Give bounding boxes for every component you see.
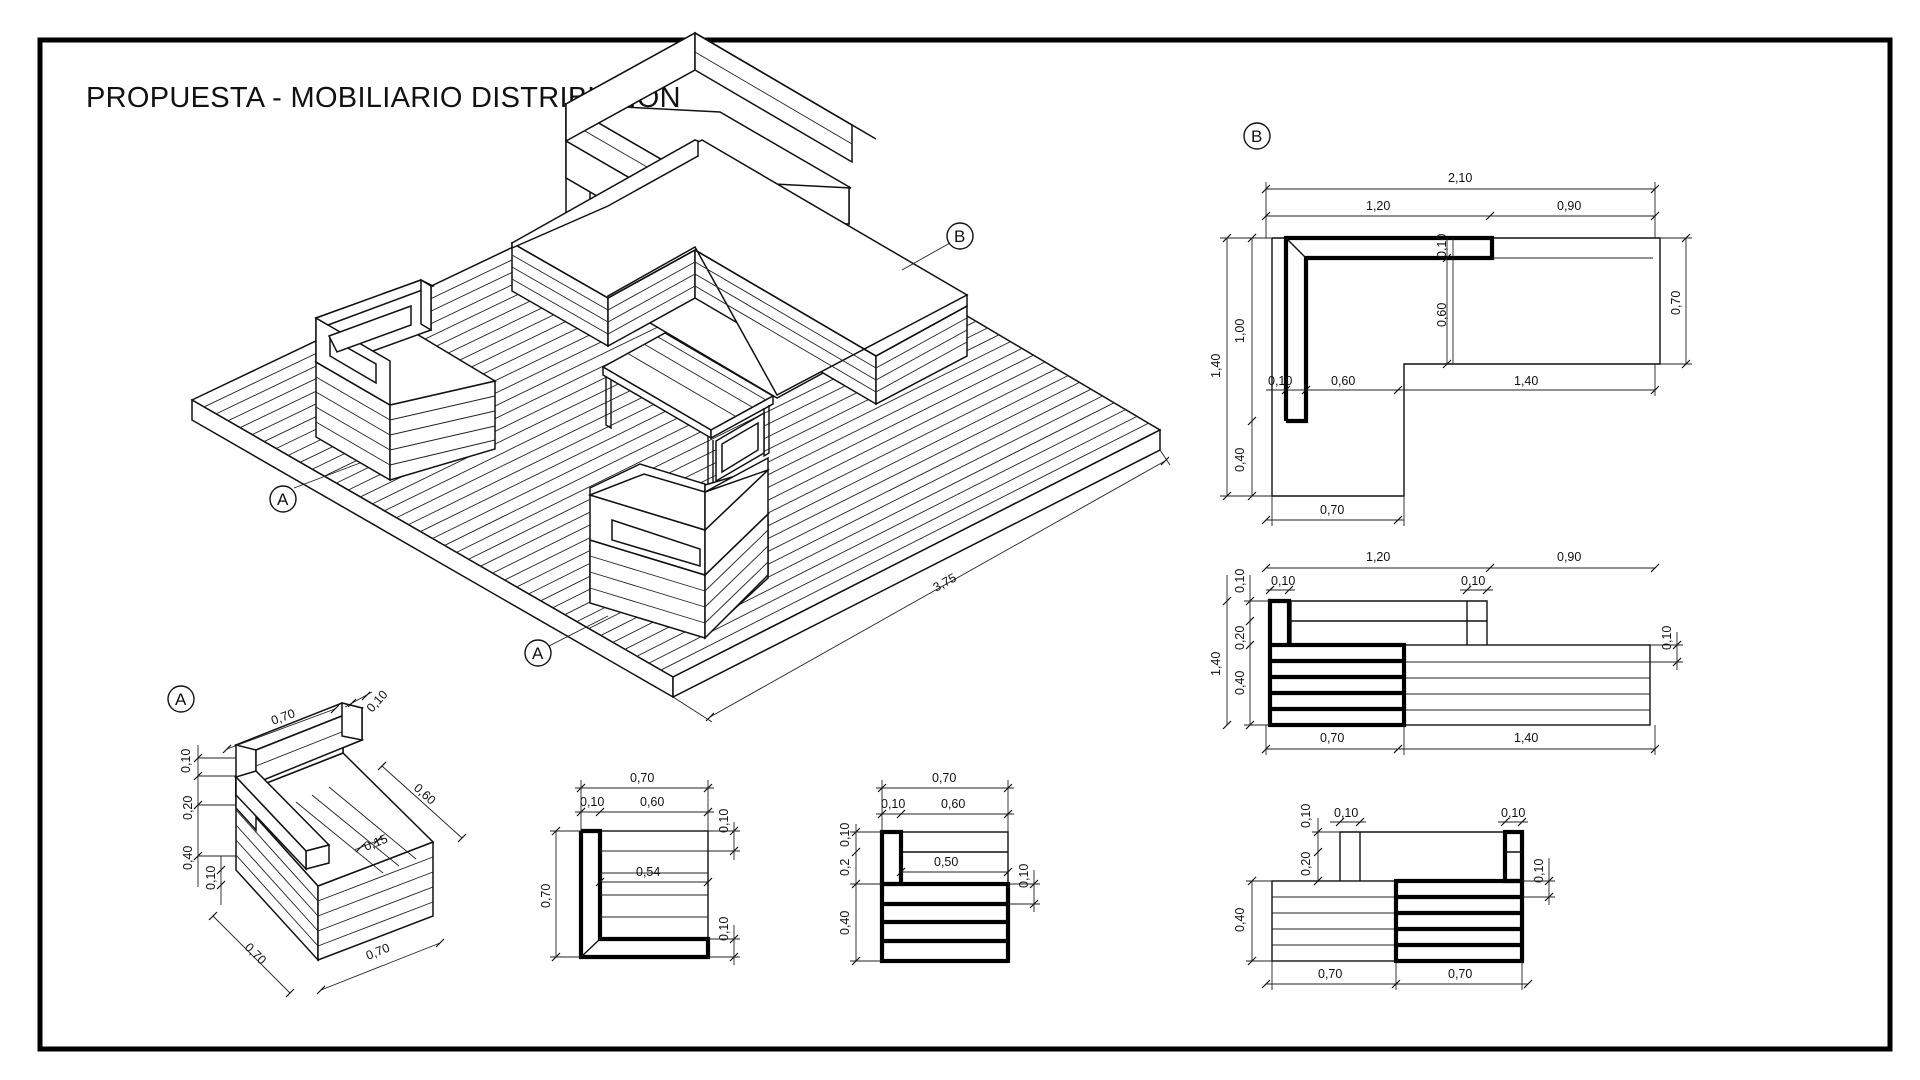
svg-text:1,20: 1,20 [1366, 199, 1390, 213]
svg-text:0,20: 0,20 [181, 796, 195, 820]
armchair-a-front-elevation: 0,70 0,10 0,60 0,10 0,2 0,40 0,50 0,10 [838, 771, 1040, 966]
svg-text:0,10: 0,10 [580, 795, 604, 809]
svg-text:0,60: 0,60 [941, 797, 965, 811]
isometric-view: 3,75 [190, 31, 1171, 723]
svg-text:0,10: 0,10 [364, 688, 391, 715]
tag-a-detail: A [175, 690, 187, 709]
svg-text:0,70: 0,70 [932, 771, 956, 785]
svg-text:0,10: 0,10 [1435, 234, 1449, 258]
svg-text:1,20: 1,20 [1366, 550, 1390, 564]
svg-text:0,70: 0,70 [630, 771, 654, 785]
svg-text:0,40: 0,40 [1233, 908, 1247, 932]
svg-text:0,10: 0,10 [179, 749, 193, 773]
svg-text:0,10: 0,10 [717, 809, 731, 833]
svg-text:0,70: 0,70 [364, 941, 392, 963]
svg-text:0,60: 0,60 [1331, 374, 1355, 388]
svg-text:0,90: 0,90 [1557, 199, 1581, 213]
svg-text:0,60: 0,60 [640, 795, 664, 809]
armchair-a-plan: 0,70 0,10 0,60 0,10 0,70 0,54 0,10 [539, 771, 740, 965]
svg-text:0,40: 0,40 [838, 911, 852, 935]
sofa-slat-line [607, 261, 696, 311]
sofa-slat-line [694, 261, 877, 369]
svg-text:0,10: 0,10 [1268, 374, 1292, 388]
sofa-slat-line [607, 285, 696, 335]
sofa-slat-line [607, 273, 696, 323]
svg-text:0,40: 0,40 [181, 846, 195, 870]
deck-board-line [660, 422, 1149, 671]
coffee-table-iso [601, 332, 775, 491]
svg-text:0,10: 0,10 [881, 797, 905, 811]
tag-a-left-circle [269, 485, 297, 513]
svg-text:0,60: 0,60 [411, 781, 438, 808]
svg-text:0,70: 0,70 [242, 940, 269, 967]
svg-text:0,54: 0,54 [636, 865, 660, 879]
sofa-b-plan: B 2,10 1,20 0,90 1,40 1,00 0,40 0,10 0,6… [1209, 122, 1692, 526]
svg-text:0,10: 0,10 [1334, 806, 1358, 820]
svg-text:0,10: 0,10 [1660, 626, 1674, 650]
svg-text:0,50: 0,50 [934, 855, 958, 869]
svg-text:0,10: 0,10 [204, 866, 218, 890]
svg-text:1,00: 1,00 [1233, 319, 1247, 343]
svg-text:1,40: 1,40 [1514, 374, 1538, 388]
svg-text:0,10: 0,10 [1532, 859, 1546, 883]
svg-text:0,70: 0,70 [1318, 967, 1342, 981]
svg-text:0,70: 0,70 [1448, 967, 1472, 981]
armchair-a-right-iso [587, 456, 771, 640]
sofa-slat-line [694, 273, 877, 381]
svg-text:0,10: 0,10 [1299, 804, 1313, 828]
tag-a-left-iso: A [277, 490, 289, 509]
armchair-a-iso-detail: A 0,70 0,10 0,60 [167, 685, 467, 998]
tag-b-circle [946, 222, 974, 250]
svg-text:0,70: 0,70 [1669, 291, 1683, 315]
sofa-b-front-elevation: 1,20 0,90 0,10 0,10 1,40 0,10 0,20 0,40 … [1209, 550, 1683, 755]
sofa-slat-line [511, 266, 609, 323]
svg-text:0,10: 0,10 [717, 917, 731, 941]
deck-length-label: 3,75 [931, 571, 959, 595]
svg-text:0,60: 0,60 [1435, 303, 1449, 327]
sofa-slat-line [875, 341, 968, 393]
svg-text:0,70: 0,70 [539, 884, 553, 908]
svg-text:0,40: 0,40 [1233, 448, 1247, 472]
sofa-slat-line [511, 254, 609, 311]
sofa-slats [511, 254, 968, 393]
svg-text:0,70: 0,70 [1320, 503, 1344, 517]
svg-text:1,40: 1,40 [1209, 652, 1223, 676]
tag-a-right-iso: A [532, 644, 544, 663]
tag-b-plan: B [1251, 127, 1262, 146]
svg-text:0,10: 0,10 [1501, 806, 1525, 820]
sofa-slat-line [875, 317, 968, 369]
svg-text:0,2: 0,2 [838, 859, 852, 876]
sofa-slat-line [694, 285, 877, 393]
svg-text:0,10: 0,10 [1461, 574, 1485, 588]
svg-text:0,10: 0,10 [1017, 864, 1031, 888]
svg-text:0,10: 0,10 [1271, 574, 1295, 588]
svg-text:0,40: 0,40 [1233, 671, 1247, 695]
deck-board-line [648, 415, 1138, 664]
armchair-a-left-iso [314, 278, 497, 482]
tag-b-iso: B [954, 227, 965, 246]
svg-text:0,70: 0,70 [1320, 731, 1344, 745]
svg-text:1,40: 1,40 [1514, 731, 1538, 745]
sofa-slat-line [511, 278, 609, 335]
sofa-b-side-elevation: 0,10 0,10 0,10 0,20 0,10 0,40 0,70 0,70 [1233, 804, 1555, 990]
svg-text:2,10: 2,10 [1448, 171, 1472, 185]
svg-text:0,90: 0,90 [1557, 550, 1581, 564]
sofa-slat-line [875, 329, 968, 381]
svg-text:0,10: 0,10 [838, 823, 852, 847]
sofa-b-iso [510, 31, 969, 406]
tag-a-right-circle [524, 639, 552, 667]
svg-text:0,20: 0,20 [1299, 852, 1313, 876]
svg-text:1,40: 1,40 [1209, 354, 1223, 378]
svg-text:0,10: 0,10 [1233, 569, 1247, 593]
sheet-frame [37, 37, 1893, 1052]
svg-text:0,20: 0,20 [1233, 626, 1247, 650]
